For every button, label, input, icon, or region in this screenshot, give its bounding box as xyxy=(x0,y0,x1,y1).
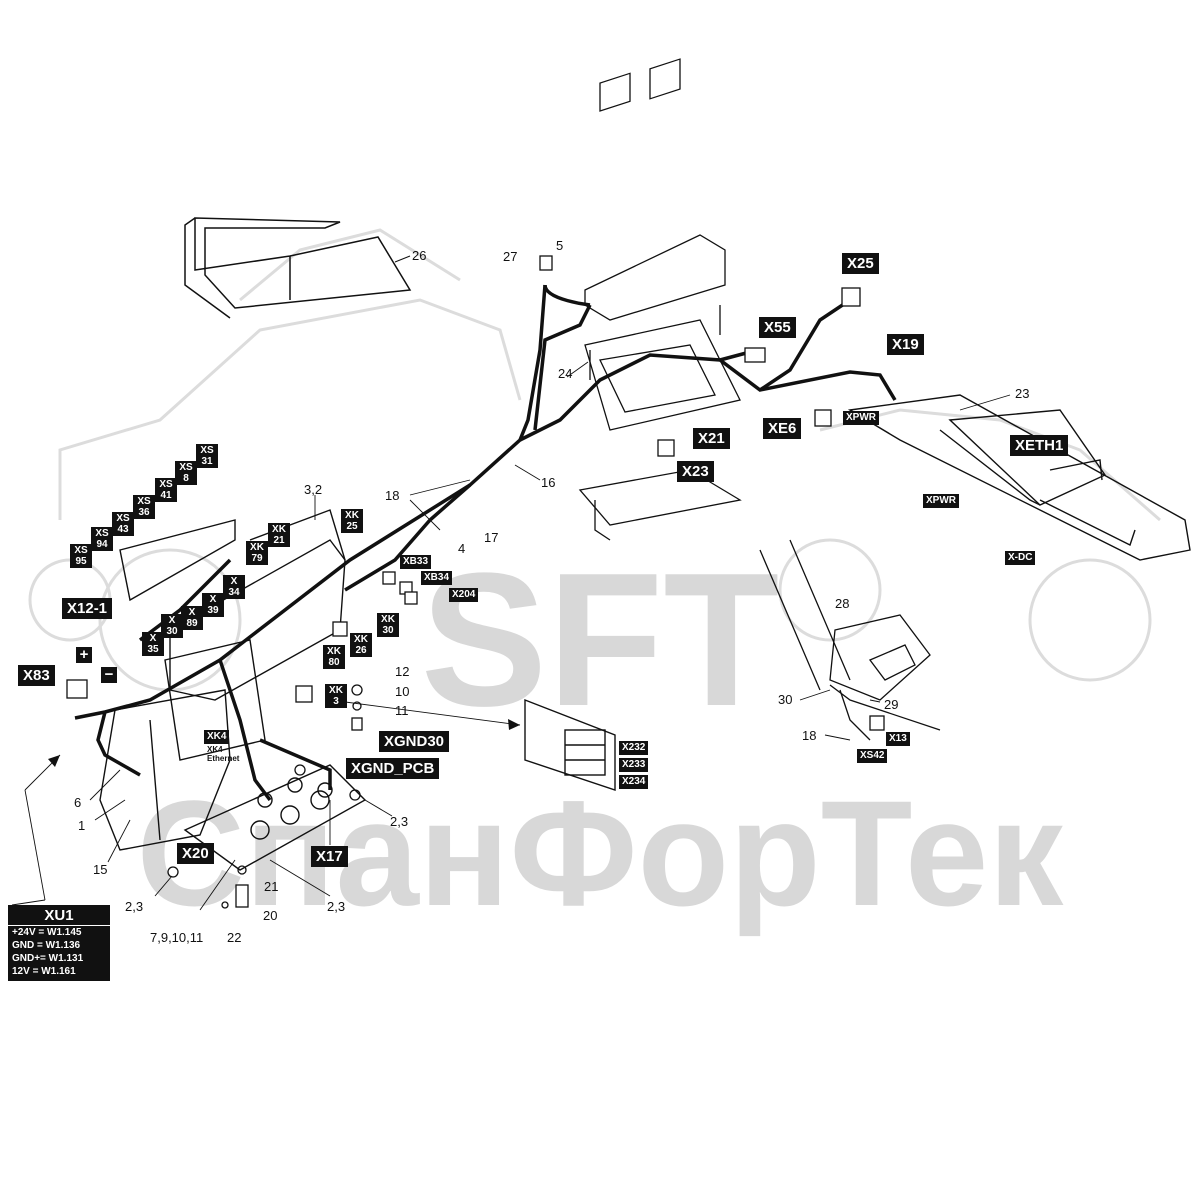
tag-X19: X19 xyxy=(887,334,924,355)
plus-sign: + xyxy=(76,647,92,663)
callout-2-3-right: 2,3 xyxy=(390,814,409,829)
pcb-board xyxy=(524,698,616,791)
relay-bracket-top xyxy=(584,58,741,431)
tag-XB34: XB34 xyxy=(421,571,453,585)
xu1-row: +24V = W1.145 xyxy=(12,927,82,938)
hardware-parts xyxy=(167,684,363,909)
controller-module xyxy=(847,394,1191,561)
tag-X17: X17 xyxy=(311,846,348,867)
callout-17: 17 xyxy=(484,530,499,545)
tag-XK4: XK4 xyxy=(204,730,230,744)
tag-XE6: XE6 xyxy=(763,418,802,439)
tag-XB33: XB33 xyxy=(400,555,432,569)
main-harness xyxy=(74,284,897,802)
xu1-row: GND+= W1.131 xyxy=(12,953,84,964)
callout-20: 20 xyxy=(263,908,278,923)
tag-X83: X83 xyxy=(18,665,55,686)
callout-18-right: 18 xyxy=(802,728,817,743)
watermark-logo: SFT xyxy=(421,534,780,746)
callout-15: 15 xyxy=(93,862,108,877)
callout-22: 22 xyxy=(227,930,242,945)
callout-29: 29 xyxy=(884,697,899,712)
sensor-bracket xyxy=(759,539,941,741)
xu1-title: XU1 xyxy=(8,905,110,926)
tag-XPWR-top: XPWR xyxy=(843,411,879,425)
tag-XPWR-bottom: XPWR xyxy=(923,494,959,508)
tag-X204: X204 xyxy=(449,588,479,602)
callout-10: 10 xyxy=(395,684,410,699)
tag-XETH1: XETH1 xyxy=(1010,435,1069,456)
callout-2-3-bottom: 2,3 xyxy=(327,899,346,914)
tag-XGND-PCB: XGND_PCB xyxy=(346,758,440,779)
callout-1: 1 xyxy=(78,818,86,833)
tag-X234: X234 xyxy=(619,775,649,789)
tag-X-DC: X-DC xyxy=(1005,551,1036,565)
callout-24: 24 xyxy=(558,366,573,381)
callout-28: 28 xyxy=(835,596,850,611)
cover-part-26 xyxy=(184,217,412,319)
tag-X25: X25 xyxy=(842,253,879,274)
tag-X55: X55 xyxy=(759,317,796,338)
callout-21: 21 xyxy=(264,879,279,894)
callout-4: 4 xyxy=(458,541,466,556)
xu1-legend: XU1 +24V = W1.145 GND = W1.136 GND+= W1.… xyxy=(8,905,110,981)
tag-XS42: XS42 xyxy=(857,749,888,763)
arrow-to-pcb xyxy=(508,719,520,730)
tag-X12-1: X12-1 xyxy=(62,598,113,619)
callout-11: 11 xyxy=(395,703,409,718)
tag-X20: X20 xyxy=(177,843,214,864)
tag-X233: X233 xyxy=(619,758,649,772)
callout-3-2: 3,2 xyxy=(304,482,323,497)
tag-X232: X232 xyxy=(619,741,649,755)
bracket-x23 xyxy=(578,469,742,541)
callout-12: 12 xyxy=(395,664,410,679)
xu1-row: 12V = W1.161 xyxy=(12,966,76,977)
callout-23: 23 xyxy=(1015,386,1030,401)
callout-18-top: 18 xyxy=(385,488,400,503)
callout-2-3-left: 2,3 xyxy=(125,899,144,914)
callout-5: 5 xyxy=(556,238,564,253)
tag-X13: X13 xyxy=(886,732,910,746)
callout-6: 6 xyxy=(74,795,82,810)
callout-16: 16 xyxy=(541,475,556,490)
callout-26: 26 xyxy=(412,248,427,263)
xu1-row: GND = W1.136 xyxy=(12,940,81,951)
tag-X21: X21 xyxy=(693,428,730,449)
callout-27: 27 xyxy=(503,249,518,264)
arrow-to-xu1 xyxy=(48,755,60,767)
minus-sign: − xyxy=(101,667,117,683)
callout-30: 30 xyxy=(778,692,793,707)
leader-lines xyxy=(11,361,1011,911)
connector-bodies xyxy=(66,255,885,731)
watermark-brand: СпанФорТек xyxy=(137,769,1065,937)
tag-XGND30: XGND30 xyxy=(379,731,450,752)
callout-7-9-10-11: 7,9,10,11 xyxy=(150,930,204,945)
tag-X23: X23 xyxy=(677,461,714,482)
